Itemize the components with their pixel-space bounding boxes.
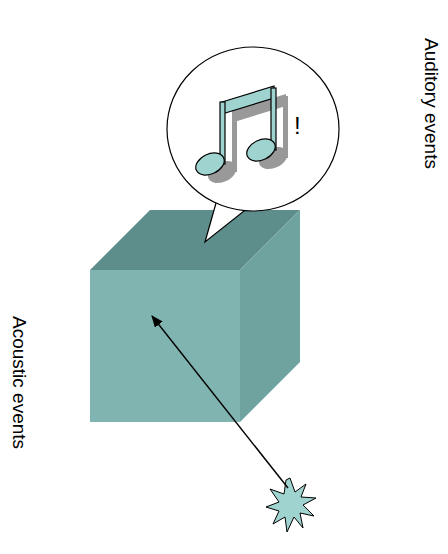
acoustic-label: Acoustic events [8,316,30,449]
incidence-arrow [152,316,288,488]
speech-bubble: ! [166,46,340,212]
bubble-outline [166,46,340,212]
bubble-exclamation: ! [294,112,301,140]
sound-source-burst [266,478,316,532]
bubble-ellipse [167,47,339,211]
cube-side [240,210,300,422]
auditory-label: Auditory events [420,38,442,169]
